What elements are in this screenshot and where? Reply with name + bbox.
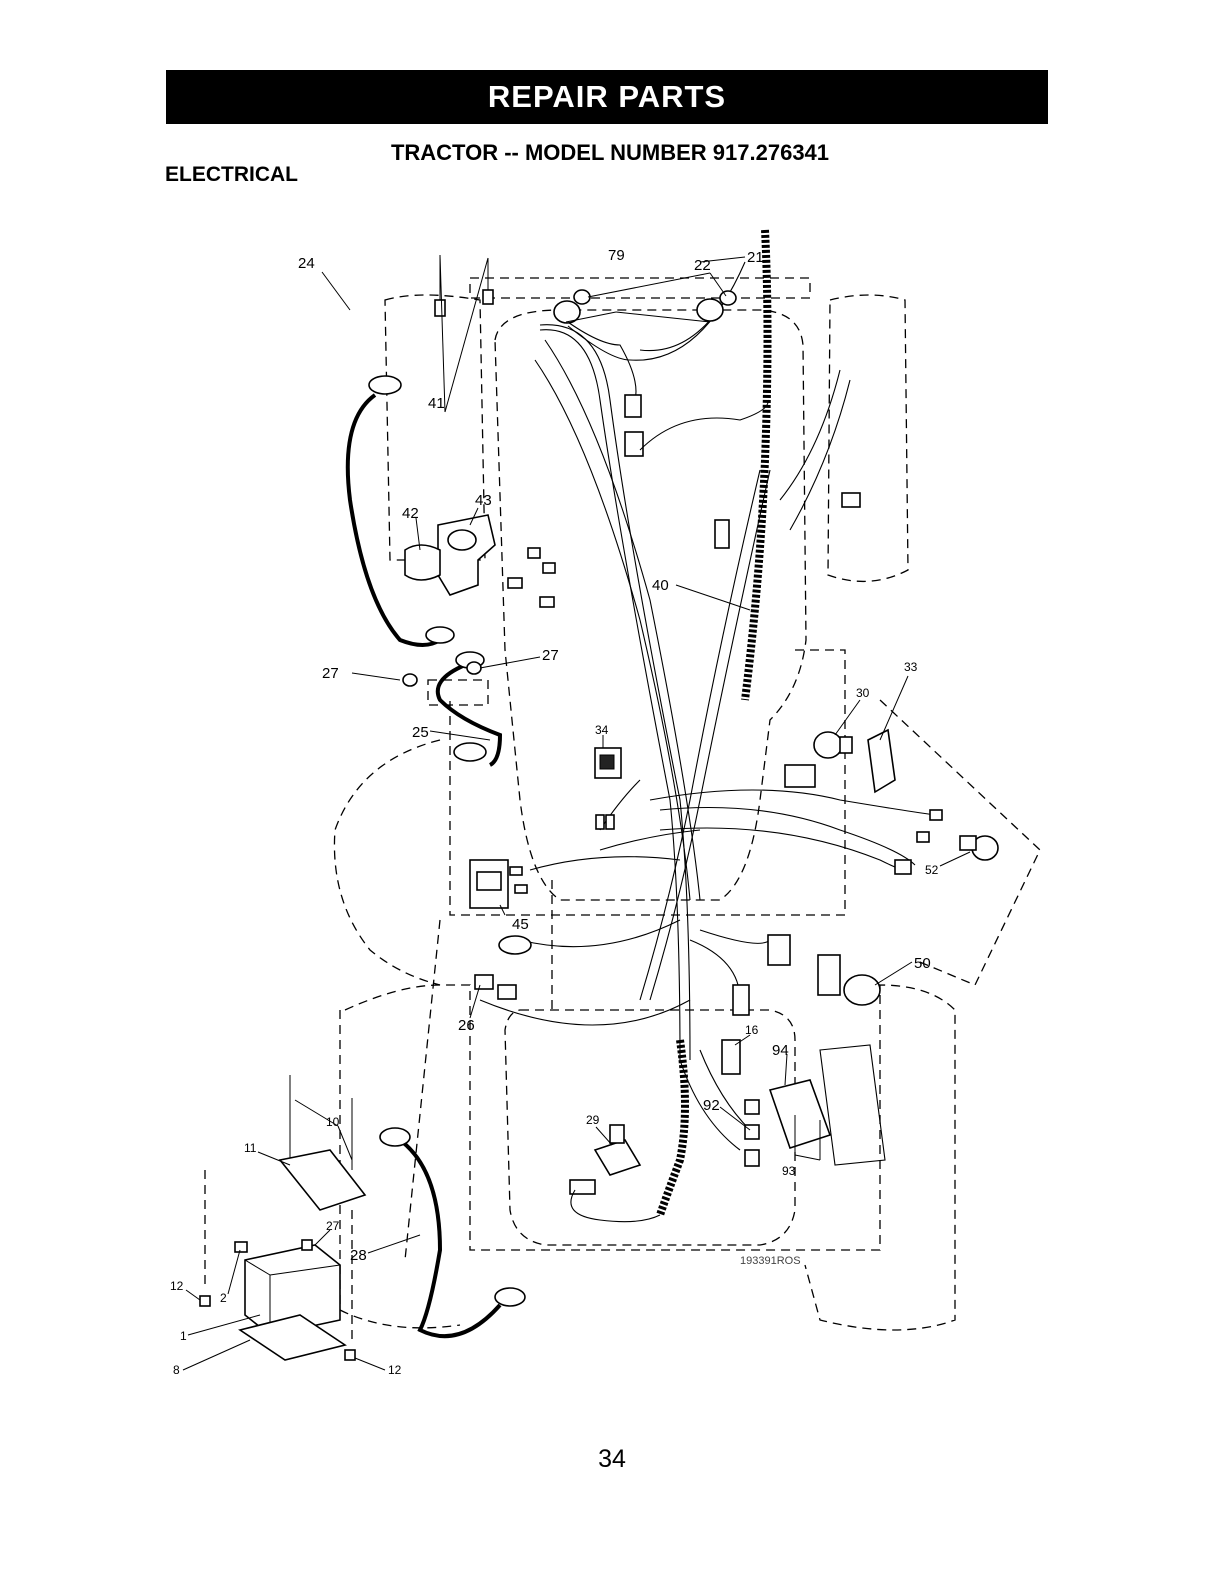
- page-number: 34: [598, 1445, 626, 1473]
- callout-27-battery: 27: [326, 1219, 340, 1233]
- cable-25: [435, 663, 503, 767]
- callout-30: 30: [856, 686, 870, 700]
- switch-34: [594, 747, 622, 830]
- callout-28: 28: [350, 1247, 367, 1264]
- relay-33: [867, 728, 896, 794]
- rear-deck-outline: [344, 984, 956, 1331]
- callout-33: 33: [904, 660, 918, 674]
- callout-21: 21: [747, 249, 764, 266]
- battery-cables: [345, 375, 503, 767]
- headlight-left: [553, 300, 581, 324]
- callout-27-left: 27: [322, 665, 339, 682]
- callout-12-right: 12: [388, 1363, 402, 1377]
- headlight-connector: [624, 394, 642, 418]
- fuse-26: [474, 935, 532, 1000]
- callout-10: 10: [326, 1115, 340, 1129]
- callout-leaders: [182, 254, 971, 1371]
- callout-26: 26: [458, 1017, 475, 1034]
- callout-8: 8: [173, 1363, 180, 1377]
- model-title: TRACTOR -- MODEL NUMBER 917.276341: [390, 140, 830, 165]
- right-pan-outline: [449, 649, 846, 916]
- callout-93: 93: [782, 1164, 796, 1178]
- section-title: ELECTRICAL: [165, 163, 298, 186]
- cable-24: [345, 393, 442, 647]
- callout-22: 22: [694, 257, 711, 274]
- harness-connectors: [507, 492, 861, 608]
- repair-parts-banner: REPAIR PARTS: [166, 70, 1048, 124]
- cable-28: [379, 1127, 526, 1339]
- harness-conduit: [656, 229, 772, 1217]
- right-fender-outline: [879, 699, 1041, 986]
- callout-1: 1: [180, 1329, 187, 1343]
- seat-switch-assembly: [744, 1044, 886, 1167]
- headlight-right: [696, 298, 724, 322]
- main-wire-harness: [479, 324, 936, 1151]
- callout-16: 16: [745, 1023, 759, 1037]
- lower-connectors: [721, 934, 881, 1075]
- module-45: [469, 859, 528, 909]
- callout-45: 45: [512, 916, 529, 933]
- callout-25: 25: [412, 724, 429, 741]
- ignition-switch: [784, 731, 853, 788]
- callout-50: 50: [914, 955, 931, 972]
- callout-92: 92: [703, 1097, 720, 1114]
- callout-40: 40: [652, 577, 669, 594]
- light-52: [894, 809, 999, 875]
- battery-hold-down: [278, 1149, 367, 1211]
- left-rear-wheel-outline: [339, 1010, 461, 1329]
- callout-2: 2: [220, 1291, 227, 1305]
- solenoid-assembly: [404, 255, 496, 596]
- solenoid-boot: [404, 544, 441, 581]
- left-upright: [404, 919, 441, 1261]
- callout-24: 24: [298, 255, 315, 272]
- callout-34: 34: [595, 723, 609, 737]
- upper-wire-loop: [639, 399, 769, 451]
- seat-deck-outline: [504, 1009, 796, 1246]
- battery-assembly: [199, 1075, 367, 1361]
- headlight-harness: [553, 261, 746, 457]
- callout-29: 29: [586, 1113, 600, 1127]
- left-rear-fender-outline: [333, 739, 441, 986]
- solenoid-body: [437, 514, 496, 596]
- callout-43: 43: [475, 492, 492, 509]
- engine-bay-outline: [469, 277, 811, 299]
- battery-mount-outline: [384, 294, 486, 561]
- callout-52: 52: [925, 863, 939, 877]
- callout-41: 41: [428, 395, 445, 412]
- mount-plate-outline: [427, 679, 489, 706]
- battery-tray: [238, 1314, 347, 1361]
- callout-12-left: 12: [170, 1279, 184, 1293]
- callout-11: 11: [244, 1141, 257, 1155]
- front-right-wheel-outline: [827, 294, 909, 583]
- switch-29: [569, 1124, 661, 1223]
- drawing-id: 193391ROS: [740, 1255, 801, 1267]
- callout-42: 42: [402, 505, 419, 522]
- callout-labels: 22 79 21 41 24 42 43 40 27 27 25 33 30 3…: [170, 247, 939, 1377]
- callout-94: 94: [772, 1042, 789, 1059]
- callout-27-right: 27: [542, 647, 559, 664]
- callout-79: 79: [608, 247, 625, 264]
